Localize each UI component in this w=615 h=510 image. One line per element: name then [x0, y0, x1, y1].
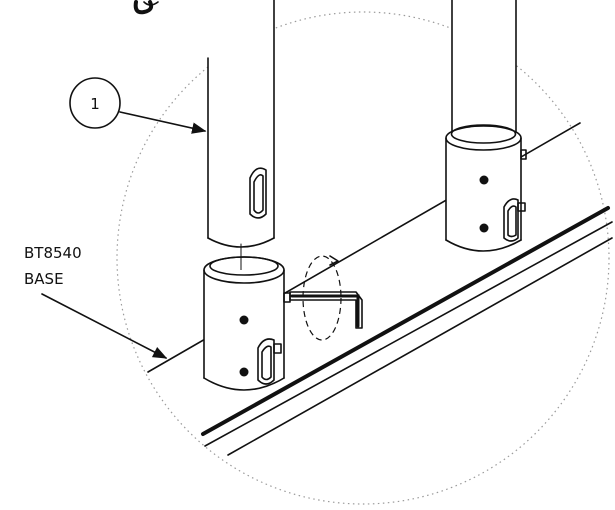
rotation-indicator [302, 255, 342, 341]
base-label: BT8540 BASE [24, 244, 168, 359]
socket-hole [479, 223, 489, 233]
socket-hole [239, 367, 249, 377]
hex-wrench [289, 291, 363, 329]
left-socket [203, 256, 291, 391]
tube-slot [249, 167, 267, 219]
base-label-line2: BASE [24, 270, 64, 288]
socket-hole [239, 315, 249, 325]
right-socket [445, 124, 527, 252]
base-label-line1: BT8540 [24, 244, 82, 262]
socket-hole [479, 175, 489, 185]
right-tube [451, 0, 517, 138]
left-tube [207, 0, 275, 248]
locking-pin [257, 338, 275, 385]
locking-pin [503, 198, 519, 242]
callout-number: 1 [90, 95, 100, 113]
callout-1: 1 [69, 77, 207, 134]
detail-circle [116, 11, 610, 505]
clip-fragment [133, 0, 159, 15]
